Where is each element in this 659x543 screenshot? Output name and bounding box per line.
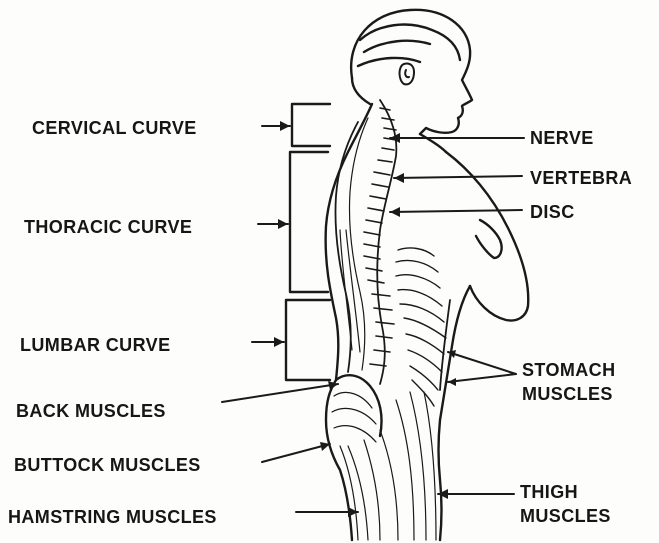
ear xyxy=(400,63,415,84)
ribs-and-abdominals xyxy=(396,248,450,406)
back-muscles-leader xyxy=(222,384,338,402)
lumbar-bracket xyxy=(286,300,330,380)
label-thigh-muscles-line2: MUSCLES xyxy=(520,506,611,526)
label-thigh-muscles-line1: THIGH xyxy=(520,482,578,502)
label-thoracic-curve: THORACIC CURVE xyxy=(24,217,192,237)
disc-leader xyxy=(390,210,522,212)
thoracic-bracket xyxy=(290,152,328,292)
label-stomach-muscles-line1: STOMACH xyxy=(522,360,615,380)
buttock-muscles-leader xyxy=(262,444,330,462)
label-vertebra: VERTEBRA xyxy=(530,168,632,188)
spine-column xyxy=(335,100,396,384)
label-lumbar-curve: LUMBAR CURVE xyxy=(20,335,170,355)
head-outline xyxy=(351,10,472,134)
stomach-leader-a xyxy=(448,352,516,374)
body-outline xyxy=(326,104,529,540)
vertebra-leader xyxy=(394,176,522,178)
label-back-muscles: BACK MUSCLES xyxy=(16,401,166,421)
cervical-bracket xyxy=(292,104,330,146)
leader-arrowheads xyxy=(274,121,456,517)
curve-brackets xyxy=(286,104,330,380)
label-disc: DISC xyxy=(530,202,575,222)
muscle-striations xyxy=(332,230,436,540)
label-stomach-muscles-line2: MUSCLES xyxy=(522,384,613,404)
label-buttock-muscles: BUTTOCK MUSCLES xyxy=(14,455,201,475)
label-hamstring-muscles: HAMSTRING MUSCLES xyxy=(8,507,217,527)
label-cervical-curve: CERVICAL CURVE xyxy=(32,118,197,138)
label-nerve: NERVE xyxy=(530,128,594,148)
stomach-leader-b xyxy=(448,374,516,382)
